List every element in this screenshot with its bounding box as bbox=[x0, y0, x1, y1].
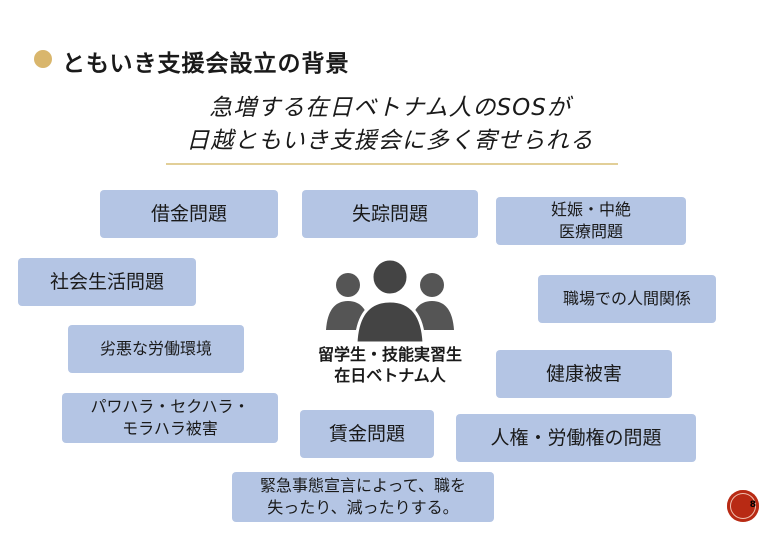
issue-box: 劣悪な労働環境 bbox=[68, 325, 244, 373]
center-label-line-1: 留学生・技能実習生 bbox=[317, 345, 462, 364]
headline-line-2: 日越ともいき支援会に多く寄せられる bbox=[186, 128, 594, 154]
issue-box: 社会生活問題 bbox=[18, 258, 196, 306]
issue-box: パワハラ・セクハラ・ モラハラ被害 bbox=[62, 393, 278, 443]
issue-box: 緊急事態宣言によって、職を 失ったり、減ったりする。 bbox=[232, 472, 494, 522]
slide-title: ともいき支援会設立の背景 bbox=[62, 51, 350, 77]
headline-underline bbox=[166, 163, 618, 165]
people-icon bbox=[326, 257, 454, 345]
issue-box: 職場での人間関係 bbox=[538, 275, 716, 323]
issue-box: 失踪問題 bbox=[302, 190, 478, 238]
issue-box: 賃金問題 bbox=[300, 410, 434, 458]
headline-line-1: 急増する在日ベトナム人のSOSが bbox=[209, 95, 571, 121]
headline: 急増する在日ベトナム人のSOSが 日越ともいき支援会に多く寄せられる bbox=[150, 92, 630, 158]
page-number-badge: 8 bbox=[727, 490, 759, 522]
bullet-dot bbox=[34, 50, 52, 68]
issue-box: 人権・労働権の問題 bbox=[456, 414, 696, 462]
issue-box: 妊娠・中絶 医療問題 bbox=[496, 197, 686, 245]
issue-box: 借金問題 bbox=[100, 190, 278, 238]
center-label-line-2: 在日ベトナム人 bbox=[334, 366, 446, 385]
center-label: 留学生・技能実習生 在日ベトナム人 bbox=[290, 344, 490, 386]
page-number: 8 bbox=[749, 500, 756, 510]
issue-box: 健康被害 bbox=[496, 350, 672, 398]
